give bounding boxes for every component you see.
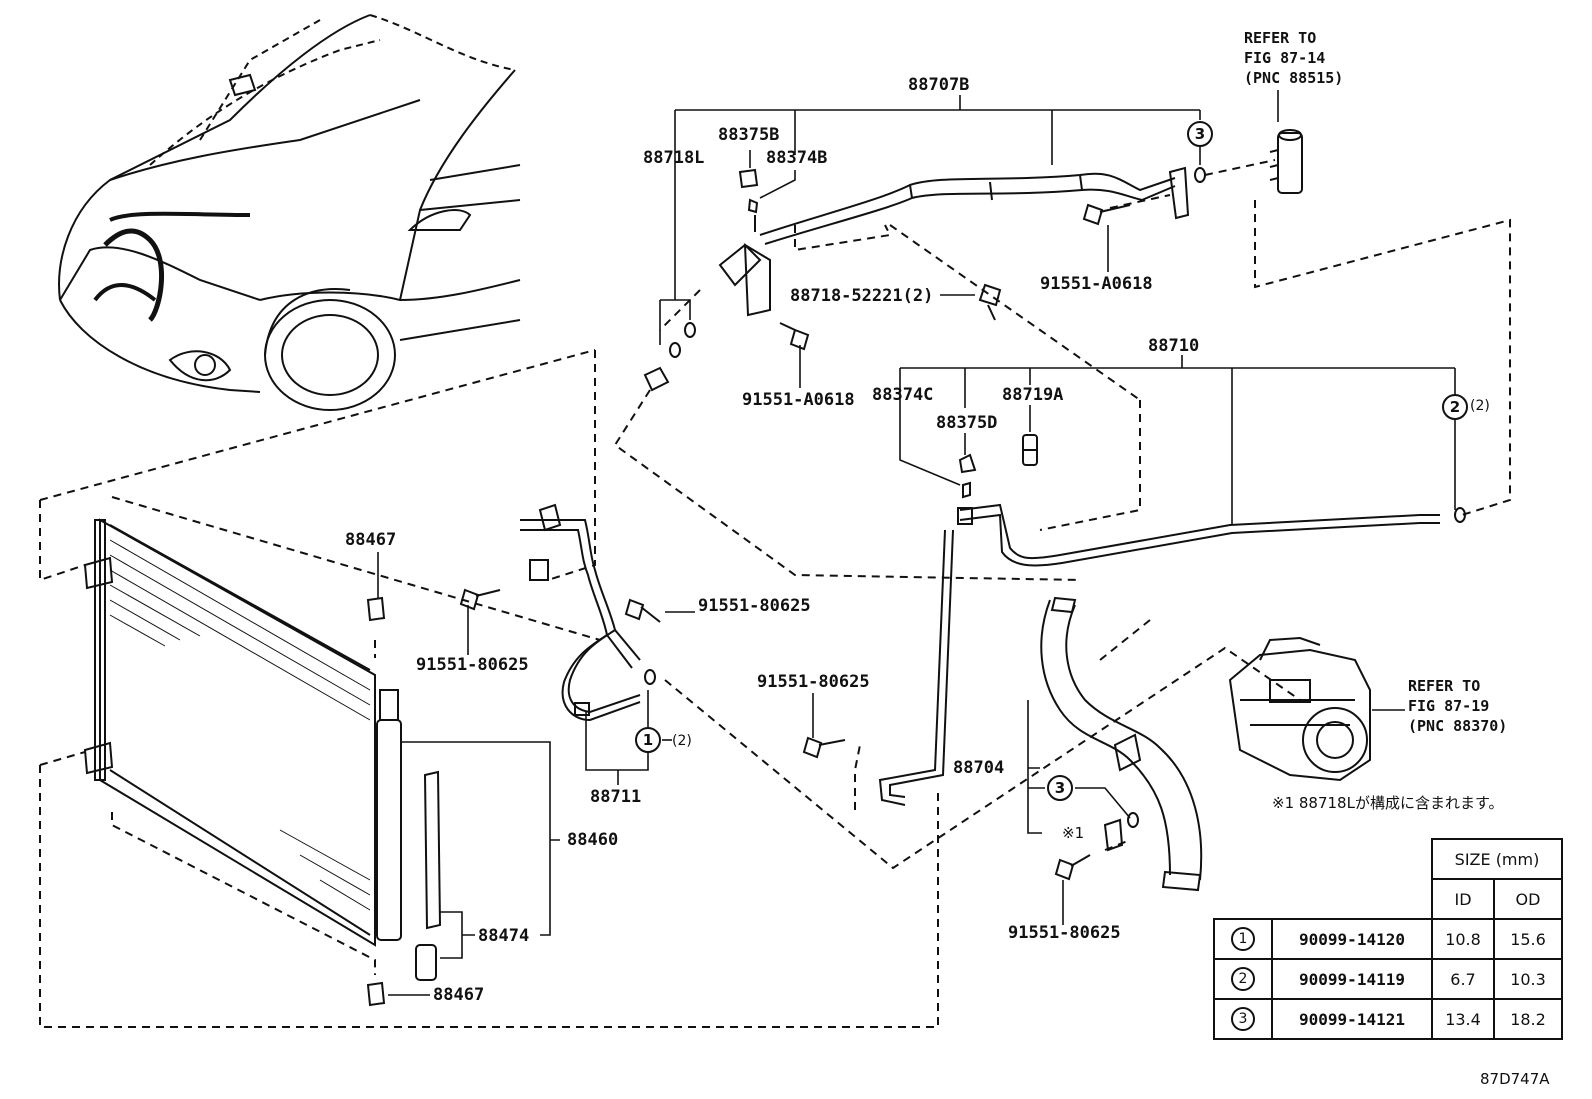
label-88460: 88460 bbox=[567, 830, 619, 850]
hose-88704 bbox=[1040, 596, 1203, 892]
label-91551-a0618-left: 91551-A0618 bbox=[742, 390, 855, 410]
ref-top-line-3: (PNC 88515) bbox=[1244, 69, 1344, 87]
o-ring-size-table: SIZE (mm) ID OD 1 90099-14120 10.8 15.6 … bbox=[1213, 838, 1563, 1040]
label-91551-80625-b: 91551-80625 bbox=[698, 596, 811, 616]
col-od-header: OD bbox=[1493, 878, 1563, 920]
row-id: 6.7 bbox=[1431, 958, 1495, 1000]
label-88467-top: 88467 bbox=[345, 530, 397, 550]
label-88474: 88474 bbox=[478, 926, 530, 946]
pipe-88710 bbox=[878, 434, 1440, 806]
circle-ref-3-mid: 3 bbox=[1047, 775, 1073, 801]
label-88718-52221-number: 88718-52221 bbox=[790, 286, 903, 306]
row-mark: 2 bbox=[1231, 967, 1255, 991]
o-rings bbox=[643, 167, 1466, 828]
label-88707b: 88707B bbox=[908, 75, 970, 95]
label-88467-bottom: 88467 bbox=[433, 985, 485, 1005]
row-part-number: 90099-14119 bbox=[1271, 958, 1433, 1000]
label-91551-80625-d: 91551-80625 bbox=[1008, 923, 1121, 943]
row-mark-cell: 1 bbox=[1213, 918, 1273, 960]
size-header: SIZE (mm) bbox=[1431, 838, 1563, 880]
pipe-88711 bbox=[520, 503, 641, 722]
ref-right-line-3: (PNC 88370) bbox=[1408, 717, 1508, 735]
compressor bbox=[1228, 636, 1371, 782]
label-88718-52221-qty: (2) bbox=[902, 286, 934, 306]
row-mark-cell: 3 bbox=[1213, 998, 1273, 1040]
label-88718-52221: 88718-52221(2) bbox=[790, 288, 933, 305]
table-blank bbox=[1214, 839, 1432, 879]
row-id: 13.4 bbox=[1431, 998, 1495, 1040]
row-mark-cell: 2 bbox=[1213, 958, 1273, 1000]
row-mark: 1 bbox=[1231, 927, 1255, 951]
label-91551-80625-a: 91551-80625 bbox=[416, 655, 529, 675]
leader-lines bbox=[377, 90, 1456, 996]
figure-id: 87D747A bbox=[1480, 1070, 1550, 1088]
condenser bbox=[83, 518, 442, 1007]
label-91551-80625-c: 91551-80625 bbox=[757, 672, 870, 692]
label-88374c: 88374C bbox=[872, 385, 934, 405]
circle-ref-2-qty: (2) bbox=[1470, 398, 1490, 414]
label-88704: 88704 bbox=[953, 758, 1005, 778]
label-91551-a0618-top: 91551-A0618 bbox=[1040, 274, 1153, 294]
dashed-leaders bbox=[39, 159, 1511, 1028]
refer-to-fig-87-14: REFER TO FIG 87-14 (PNC 88515) bbox=[1244, 28, 1343, 88]
pipe-88707b bbox=[718, 129, 1303, 317]
row-mark: 3 bbox=[1231, 1007, 1255, 1031]
circle-ref-1-qty: (2) bbox=[672, 733, 692, 749]
row-od: 15.6 bbox=[1493, 918, 1563, 960]
row-part-number: 90099-14120 bbox=[1271, 918, 1433, 960]
row-od: 18.2 bbox=[1493, 998, 1563, 1040]
label-88719a: 88719A bbox=[1002, 385, 1064, 405]
circle-ref-2: 2 bbox=[1442, 394, 1468, 420]
label-88718l: 88718L bbox=[643, 148, 705, 168]
row-part-number: 90099-14121 bbox=[1271, 998, 1433, 1040]
footnote-88718l: ※1 88718Lが構成に含まれます。 bbox=[1272, 794, 1504, 812]
table-row: 3 90099-14121 13.4 18.2 bbox=[1213, 998, 1563, 1040]
row-od: 10.3 bbox=[1493, 958, 1563, 1000]
circle-ref-3-top: 3 bbox=[1187, 121, 1213, 147]
table-row: 2 90099-14119 6.7 10.3 bbox=[1213, 958, 1563, 1000]
label-88711: 88711 bbox=[590, 787, 642, 807]
circle-ref-1: 1 bbox=[635, 727, 661, 753]
col-id-header: ID bbox=[1431, 878, 1495, 920]
label-88374b: 88374B bbox=[766, 148, 828, 168]
ref-right-line-2: FIG 87-19 bbox=[1408, 697, 1490, 715]
label-88375d: 88375D bbox=[936, 413, 998, 433]
refer-to-fig-87-19: REFER TO FIG 87-19 (PNC 88370) bbox=[1408, 676, 1507, 736]
label-88375b: 88375B bbox=[718, 125, 780, 145]
car-illustration bbox=[58, 14, 521, 411]
ref-right-line-1: REFER TO bbox=[1408, 677, 1481, 695]
table-blank bbox=[1214, 879, 1432, 919]
ref-top-line-2: FIG 87-14 bbox=[1244, 49, 1326, 67]
condenser-fins bbox=[109, 539, 371, 911]
row-id: 10.8 bbox=[1431, 918, 1495, 960]
bolts bbox=[459, 203, 1131, 881]
mark-1: ※1 bbox=[1062, 824, 1085, 842]
table-row: 1 90099-14120 10.8 15.6 bbox=[1213, 918, 1563, 960]
ref-top-line-1: REFER TO bbox=[1244, 29, 1317, 47]
label-88710: 88710 bbox=[1148, 336, 1200, 356]
